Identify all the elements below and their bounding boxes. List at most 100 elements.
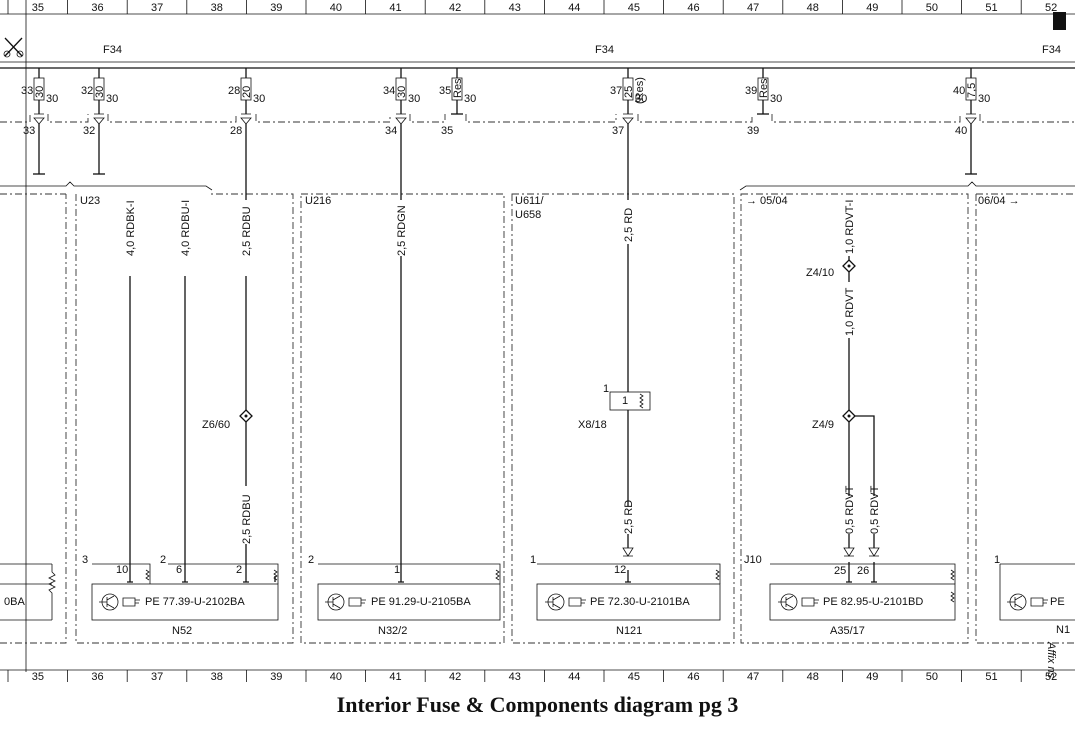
grid-column-label: 51 bbox=[985, 671, 997, 683]
wire-label: 2,5 RDBU bbox=[241, 494, 253, 544]
transistor-icon bbox=[99, 593, 119, 611]
grid-column-label: 50 bbox=[926, 671, 938, 683]
power-rails bbox=[0, 0, 1075, 672]
splice-label: Z4/9 bbox=[812, 419, 834, 431]
module-ref: PE 91.29-U-2105BA bbox=[371, 596, 471, 608]
fuse-note: (Res) bbox=[634, 77, 646, 104]
fuse-rating: Res bbox=[452, 78, 464, 98]
splice-icon bbox=[239, 409, 253, 423]
wire-label: 0,5 RDVT bbox=[869, 485, 881, 534]
fuse-terminal: 30 bbox=[464, 93, 476, 105]
grid-column-label: 39 bbox=[270, 2, 282, 14]
grid-column-label: 38 bbox=[211, 671, 223, 683]
splice-label: Z4/10 bbox=[806, 267, 834, 279]
grid-column-label: 52 bbox=[1045, 2, 1057, 14]
wire-label: 2,5 RDBU bbox=[241, 206, 253, 256]
module-pin: 10 bbox=[116, 564, 128, 576]
connector-label: X8/18 bbox=[578, 419, 607, 431]
module-connector-pin: 2 bbox=[308, 554, 314, 566]
fuse-number: 32 bbox=[81, 85, 93, 97]
connector-pin: 1 bbox=[603, 383, 609, 395]
fuse-number: 33 bbox=[21, 85, 33, 97]
variant-label: 06/04 → bbox=[978, 195, 1020, 207]
hand-pointer-icon bbox=[801, 597, 819, 607]
variant-label: U658 bbox=[515, 209, 541, 221]
fuse-rating: 20 bbox=[241, 86, 253, 98]
module-name: N52 bbox=[172, 625, 192, 637]
fuse-number-lower: 28 bbox=[230, 125, 242, 137]
edge-text: Affix ns bbox=[1045, 641, 1057, 679]
fuse-terminal: 30 bbox=[46, 93, 58, 105]
transistor-icon bbox=[325, 593, 345, 611]
grid-column-label: 49 bbox=[866, 671, 878, 683]
fuse-rating: 25 bbox=[623, 86, 635, 98]
grid-column-label: 48 bbox=[807, 2, 819, 14]
fuse-number: 37 bbox=[610, 85, 622, 97]
fuse-rating: 7,5 bbox=[966, 83, 978, 98]
variant-label: U23 bbox=[80, 195, 100, 207]
plug-arrows bbox=[622, 547, 880, 557]
fuse-block-label: F34 bbox=[595, 44, 614, 56]
edge-text: 1 bbox=[994, 554, 1000, 566]
fuse-terminal: 30 bbox=[106, 93, 118, 105]
module-pin: 6 bbox=[176, 564, 182, 576]
fuse-group: 333030333230303228302028343030343530Res3… bbox=[21, 68, 990, 137]
grid-column-label: 37 bbox=[151, 2, 163, 14]
grid-column-label: 43 bbox=[509, 671, 521, 683]
section-boxes bbox=[0, 193, 1075, 644]
fuse-terminal: 30 bbox=[253, 93, 265, 105]
module-name: A35/17 bbox=[830, 625, 865, 637]
grid-column-label: 41 bbox=[389, 2, 401, 14]
grid-column-label: 51 bbox=[985, 2, 997, 14]
grid-column-label: 36 bbox=[91, 671, 103, 683]
edge-text: 0BA bbox=[4, 596, 25, 608]
module-pin: 1 bbox=[394, 564, 400, 576]
wire-runs bbox=[33, 100, 977, 570]
module-ref: PE 77.39-U-2102BA bbox=[145, 596, 245, 608]
fuse-terminal: 30 bbox=[978, 93, 990, 105]
fuse-number-lower: 39 bbox=[747, 125, 759, 137]
splice-label: Z6/60 bbox=[202, 419, 230, 431]
module-pin: 26 bbox=[857, 565, 869, 577]
grid-column-label: 45 bbox=[628, 671, 640, 683]
fuse-block-boundary bbox=[0, 114, 1075, 123]
variant-labels: U23 U216 U611/ U658 → 05/04 06/04 → bbox=[80, 195, 1020, 221]
grid-column-label: 44 bbox=[568, 2, 580, 14]
fuse-number: 28 bbox=[228, 85, 240, 97]
transistor-icon bbox=[778, 593, 798, 611]
wire-label: 2,5 RD bbox=[623, 208, 635, 242]
grid-column-label: 45 bbox=[628, 2, 640, 14]
grid-column-label: 39 bbox=[270, 671, 282, 683]
module-connector-pin: 3 bbox=[82, 554, 88, 566]
grid-column-label: 47 bbox=[747, 2, 759, 14]
module-ref: PE 82.95-U-2101BD bbox=[823, 596, 923, 608]
hand-pointer-icon bbox=[1030, 597, 1048, 607]
grid-column-label: 46 bbox=[687, 2, 699, 14]
fuse-terminal: 30 bbox=[635, 93, 647, 105]
fuse-terminal: 30 bbox=[408, 93, 420, 105]
page-marker-icon bbox=[1053, 12, 1066, 30]
edge-text: PE bbox=[1050, 596, 1065, 608]
grid-column-label: 49 bbox=[866, 2, 878, 14]
fuse-terminal-icon bbox=[965, 113, 977, 125]
variant-label: U611/ bbox=[515, 195, 544, 207]
wire-label: 1,0 RDVT-I bbox=[844, 200, 856, 254]
transistor-icon bbox=[545, 593, 565, 611]
fuse-rating: Res bbox=[758, 78, 770, 98]
fuse-number-lower: 34 bbox=[385, 125, 397, 137]
fuse-rating: 30 bbox=[94, 86, 106, 98]
grid-column-label: 42 bbox=[449, 2, 461, 14]
module-connector-pin: J10 bbox=[744, 554, 762, 566]
fuse-terminal-icon bbox=[622, 113, 634, 125]
module-ref: PE 72.30-U-2101BA bbox=[590, 596, 690, 608]
fuse-number-lower: 35 bbox=[441, 125, 453, 137]
module-name: N121 bbox=[616, 625, 642, 637]
transistor-icon bbox=[1007, 593, 1027, 611]
wire-labels: 4,0 RDBK-I 4,0 RDBU-I 2,5 RDBU 2,5 RDGN … bbox=[125, 200, 881, 544]
module-pin: 25 bbox=[834, 565, 846, 577]
